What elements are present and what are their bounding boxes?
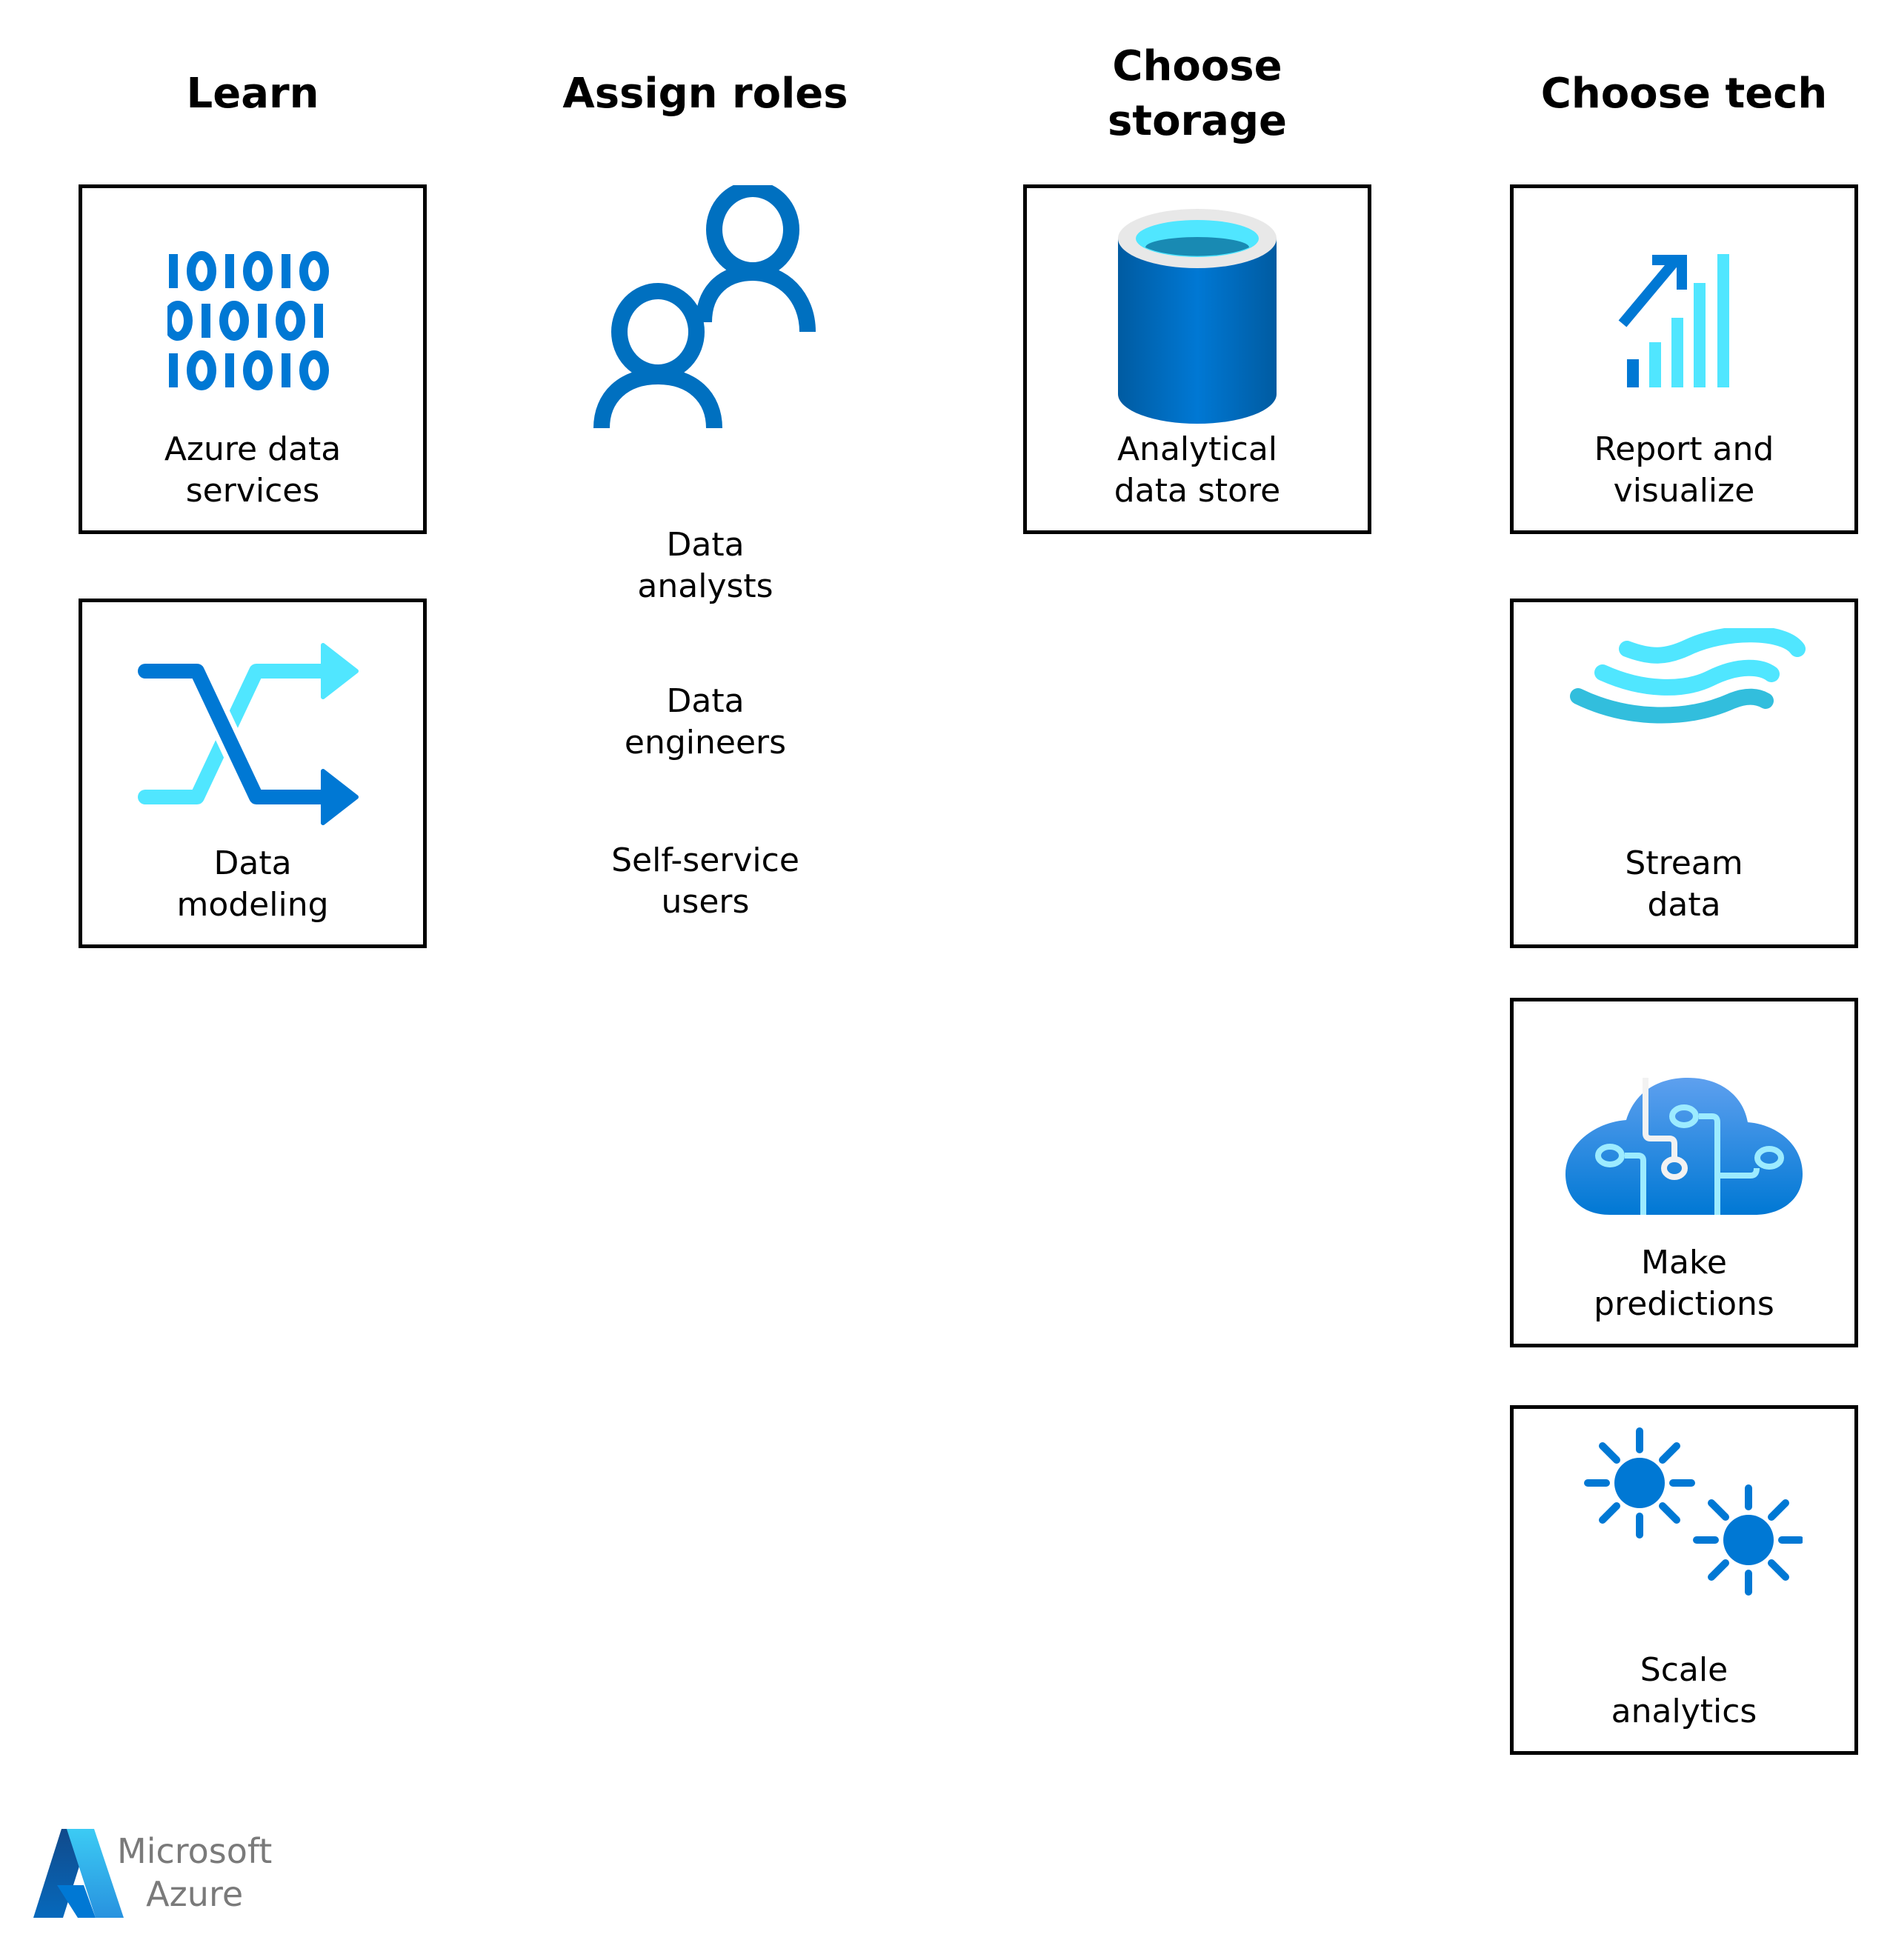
heading-assign-roles: Assign roles bbox=[562, 70, 848, 118]
role-line: Data bbox=[666, 682, 745, 720]
logo-wordmark: Microsoft Azure bbox=[117, 1830, 272, 1916]
label-line: Data bbox=[213, 844, 292, 882]
box-label: Analytical data store bbox=[1027, 429, 1368, 512]
role-line: engineers bbox=[624, 724, 787, 761]
box-stream-data: Stream data bbox=[1510, 599, 1858, 948]
box-azure-data-services: Azure data services bbox=[79, 184, 427, 534]
label-line: Analytical bbox=[1117, 430, 1278, 468]
box-analytical-data-store: Analytical data store bbox=[1023, 184, 1371, 534]
label-line: data store bbox=[1114, 472, 1281, 510]
suns-icon bbox=[1514, 1413, 1854, 1620]
heading-line: storage bbox=[1107, 97, 1288, 145]
cloud-circuit-icon bbox=[1514, 1022, 1854, 1244]
shuffle-arrows-icon bbox=[82, 623, 423, 845]
box-label: Stream data bbox=[1514, 843, 1854, 926]
label-line: Stream bbox=[1625, 844, 1743, 882]
role-self-service-users: Self-service users bbox=[550, 840, 861, 923]
role-data-analysts: Data analysts bbox=[550, 524, 861, 607]
box-make-predictions: Make predictions bbox=[1510, 998, 1858, 1347]
role-line: Self-service bbox=[611, 841, 799, 879]
box-scale-analytics: Scale analytics bbox=[1510, 1405, 1858, 1755]
heading-line: Choose bbox=[1112, 42, 1282, 90]
azure-logo-icon bbox=[33, 1829, 124, 1921]
box-label: Report and visualize bbox=[1514, 429, 1854, 512]
label-line: data bbox=[1647, 886, 1721, 924]
database-cylinder-icon bbox=[1027, 209, 1368, 431]
label-line: Azure data bbox=[164, 430, 342, 468]
box-data-modeling: Data modeling bbox=[79, 599, 427, 948]
label-line: visualize bbox=[1613, 472, 1755, 510]
label-line: Scale bbox=[1640, 1651, 1728, 1689]
heading-choose-storage: Choose storage bbox=[990, 39, 1405, 149]
role-line: analysts bbox=[637, 567, 773, 605]
binary-data-icon bbox=[82, 209, 423, 431]
role-line: users bbox=[661, 883, 750, 921]
role-line: Data bbox=[666, 526, 745, 564]
label-line: modeling bbox=[176, 886, 329, 924]
box-label: Make predictions bbox=[1514, 1242, 1854, 1325]
box-label: Azure data services bbox=[82, 429, 423, 512]
stream-waves-icon bbox=[1514, 610, 1854, 773]
heading-learn: Learn bbox=[186, 70, 319, 118]
label-line: services bbox=[185, 472, 320, 510]
users-icon bbox=[593, 181, 822, 433]
logo-line: Microsoft bbox=[117, 1831, 273, 1871]
heading-choose-tech: Choose tech bbox=[1540, 70, 1828, 118]
label-line: Make bbox=[1641, 1244, 1727, 1281]
label-line: analytics bbox=[1611, 1693, 1757, 1730]
role-data-engineers: Data engineers bbox=[550, 681, 861, 764]
logo-line: Azure bbox=[146, 1874, 244, 1914]
box-label: Scale analytics bbox=[1514, 1650, 1854, 1733]
box-report-and-visualize: Report and visualize bbox=[1510, 184, 1858, 534]
bar-chart-trend-icon bbox=[1514, 209, 1854, 431]
box-label: Data modeling bbox=[82, 843, 423, 926]
label-line: Report and bbox=[1594, 430, 1774, 468]
label-line: predictions bbox=[1594, 1285, 1774, 1323]
